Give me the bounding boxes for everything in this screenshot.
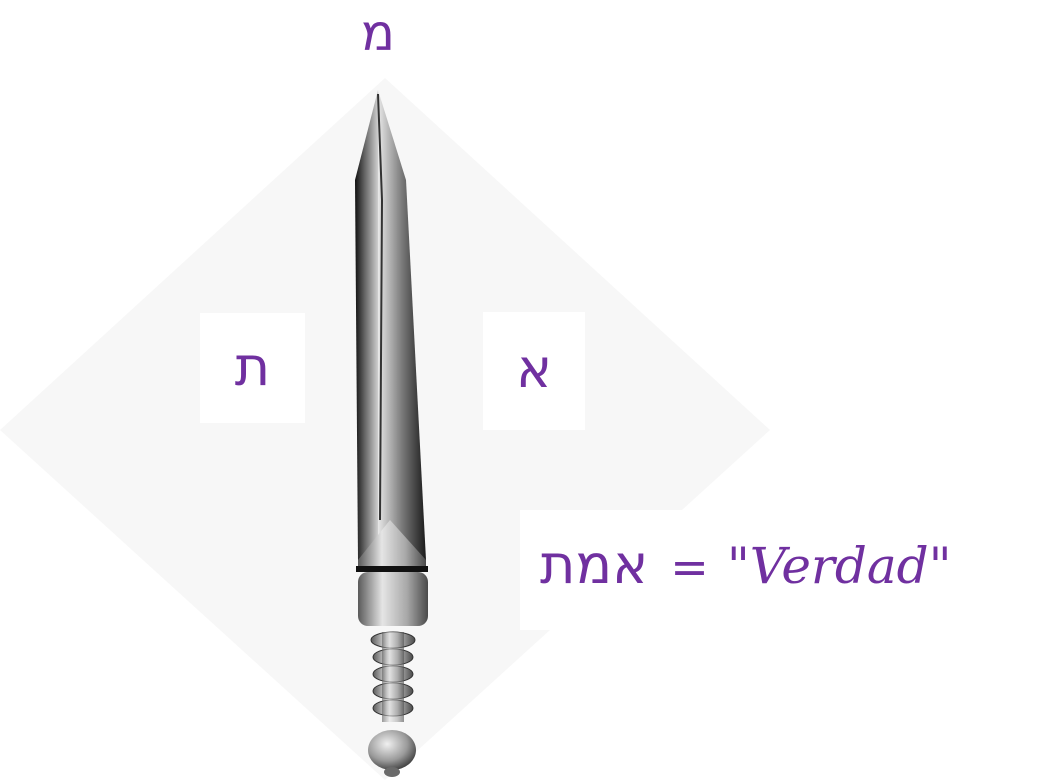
letter-tav: ת — [200, 340, 305, 394]
hebrew-word-emet: אמת — [540, 533, 648, 596]
sword-icon — [330, 80, 440, 780]
letter-mem: מ — [338, 8, 418, 58]
letter-aleph: א — [483, 342, 585, 396]
translation-verdad: "Verdad" — [727, 537, 952, 595]
equation: אמת="Verdad" — [540, 538, 952, 592]
equals-sign: = — [670, 540, 709, 594]
